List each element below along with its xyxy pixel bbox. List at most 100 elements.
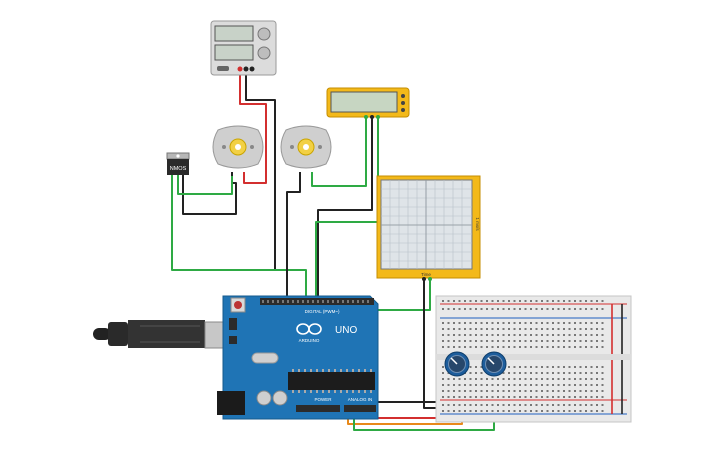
breadboard-hole: [491, 300, 494, 302]
breadboard-hole: [519, 322, 521, 324]
potentiometer-1[interactable]: [444, 351, 470, 377]
dc-motor-right[interactable]: [280, 125, 332, 169]
wire-lcd-black[interactable]: [317, 116, 373, 302]
breadboard-hole: [447, 410, 450, 412]
oscilloscope[interactable]: Time 1 ms/s: [376, 175, 481, 281]
breadboard-hole: [447, 346, 450, 348]
breadboard-hole: [442, 384, 444, 386]
breadboard-hole: [447, 390, 450, 392]
breadboard-hole: [596, 308, 598, 310]
breadboard-hole: [486, 300, 488, 302]
breadboard-hole: [519, 372, 521, 374]
breadboard-hole: [469, 378, 472, 380]
breadboard-hole: [502, 346, 505, 348]
breadboard-hole: [557, 378, 560, 380]
breadboard-hole: [541, 328, 543, 330]
wire-mosfet-gate-green[interactable]: [171, 174, 307, 302]
breadboard-hole: [497, 404, 499, 406]
breadboard-hole: [541, 384, 543, 386]
breadboard-hole: [563, 328, 565, 330]
breadboard-hole: [585, 334, 587, 336]
breadboard-hole: [464, 390, 466, 392]
breadboard-hole: [541, 366, 543, 368]
breadboard-hole: [480, 378, 483, 380]
breadboard-hole: [502, 308, 505, 310]
breadboard-hole: [513, 404, 516, 406]
breadboard-hole: [530, 334, 532, 336]
breadboard-hole: [601, 384, 604, 386]
arduino-uno[interactable]: DIGITAL (PWM~) UNO ARDUINO: [217, 295, 379, 420]
breadboard-hole: [442, 410, 444, 412]
breadboard-hole: [601, 308, 604, 310]
breadboard-hole: [541, 300, 543, 302]
breadboard-hole: [596, 366, 598, 368]
mosfet[interactable]: NMOS: [166, 152, 190, 175]
breadboard-hole: [579, 396, 582, 398]
breadboard-hole: [464, 328, 466, 330]
breadboard-hole: [563, 346, 565, 348]
dc-motor-left[interactable]: [212, 125, 264, 169]
digital-header-label: DIGITAL (PWM~): [305, 309, 340, 314]
potentiometer-2[interactable]: [481, 351, 507, 377]
lcd-display[interactable]: [326, 87, 410, 119]
breadboard-hole: [557, 372, 560, 374]
breadboard-hole: [486, 390, 488, 392]
breadboard-hole: [486, 328, 488, 330]
breadboard-hole: [552, 404, 554, 406]
breadboard-hole: [574, 340, 576, 342]
breadboard-hole: [590, 300, 593, 302]
breadboard-hole: [453, 410, 455, 412]
breadboard-hole: [535, 366, 538, 368]
usb-cable[interactable]: [93, 320, 236, 349]
breadboard-hole: [497, 340, 499, 342]
breadboard-hole: [590, 328, 593, 330]
breadboard-hole: [458, 334, 461, 336]
breadboard-hole: [546, 340, 549, 342]
power-supply[interactable]: [210, 20, 277, 76]
breadboard-hole: [546, 366, 549, 368]
oscilloscope-scale-label: 1 ms/s: [475, 217, 480, 231]
breadboard-hole: [453, 378, 455, 380]
breadboard-hole: [530, 372, 532, 374]
wire-motor2-green[interactable]: [311, 116, 367, 187]
breadboard-hole: [491, 328, 494, 330]
wire-psu-red[interactable]: [239, 70, 267, 184]
wire-lcd-green[interactable]: [315, 116, 379, 302]
breadboard-hole: [447, 340, 450, 342]
wire-motor2-black[interactable]: [286, 172, 301, 302]
breadboard-hole: [563, 308, 565, 310]
breadboard-hole: [596, 410, 598, 412]
breadboard-hole: [546, 390, 549, 392]
breadboard[interactable]: [435, 295, 632, 423]
arduino-brand: ARDUINO: [299, 338, 320, 343]
breadboard-hole: [574, 384, 576, 386]
breadboard-hole: [546, 334, 549, 336]
wire-mosfet-green[interactable]: [177, 174, 233, 195]
breadboard-hole: [464, 340, 466, 342]
breadboard-hole: [486, 384, 488, 386]
breadboard-hole: [469, 410, 472, 412]
breadboard-hole: [497, 390, 499, 392]
breadboard-hole: [519, 378, 521, 380]
breadboard-hole: [535, 378, 538, 380]
breadboard-hole: [475, 384, 477, 386]
breadboard-hole: [508, 390, 510, 392]
breadboard-hole: [469, 328, 472, 330]
breadboard-hole: [508, 366, 510, 368]
breadboard-hole: [590, 404, 593, 406]
breadboard-hole: [480, 396, 483, 398]
breadboard-hole: [513, 372, 516, 374]
breadboard-hole: [574, 346, 576, 348]
breadboard-hole: [535, 340, 538, 342]
breadboard-hole: [557, 346, 560, 348]
breadboard-hole: [524, 410, 527, 412]
breadboard-hole: [568, 390, 571, 392]
breadboard-hole: [585, 322, 587, 324]
breadboard-hole: [475, 346, 477, 348]
breadboard-hole: [469, 396, 472, 398]
breadboard-hole: [453, 322, 455, 324]
breadboard-hole: [568, 308, 571, 310]
breadboard-hole: [601, 390, 604, 392]
breadboard-hole: [579, 328, 582, 330]
breadboard-hole: [513, 340, 516, 342]
